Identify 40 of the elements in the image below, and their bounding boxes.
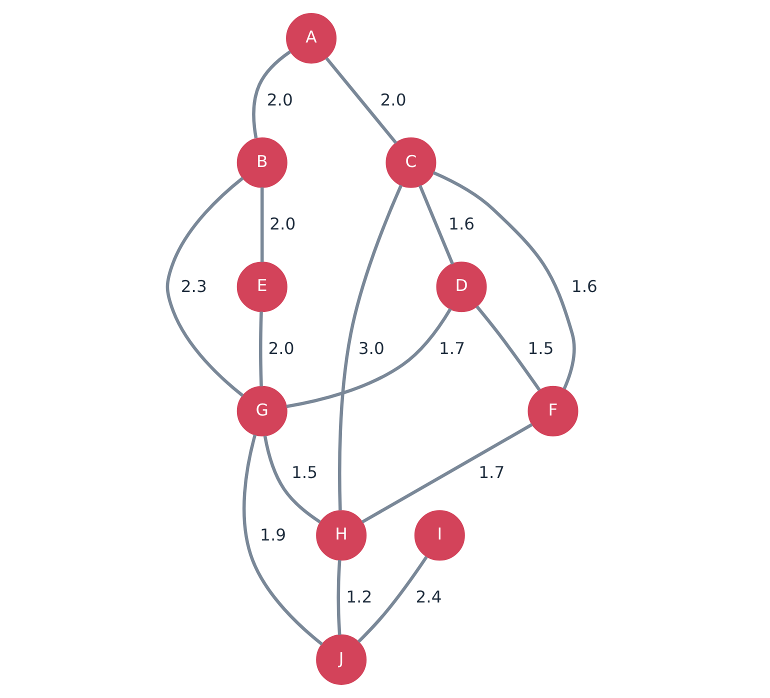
edge-label: 2.3 bbox=[180, 276, 206, 296]
edge-label: 1.6 bbox=[570, 276, 597, 296]
node-circle: A bbox=[286, 13, 336, 64]
edge-label: 1.7 bbox=[438, 338, 465, 358]
connector bbox=[165, 176, 244, 397]
connector bbox=[418, 185, 454, 265]
node-circle: B bbox=[236, 137, 287, 188]
node-circle: J bbox=[316, 634, 366, 685]
connector bbox=[242, 434, 323, 646]
connector bbox=[336, 560, 341, 636]
edge-label: 2.0 bbox=[268, 338, 294, 358]
node-circle: H bbox=[316, 510, 366, 561]
node-circle: G bbox=[236, 386, 287, 436]
connector bbox=[262, 436, 320, 524]
connector bbox=[356, 556, 428, 643]
connector bbox=[286, 308, 452, 408]
edge-label: 1.6 bbox=[448, 214, 474, 234]
connector bbox=[260, 187, 264, 262]
edge-label: 1.7 bbox=[478, 463, 504, 482]
edge-label: 2.0 bbox=[380, 90, 406, 110]
node-circle: I bbox=[414, 510, 464, 561]
edge-label: 1.5 bbox=[527, 338, 554, 358]
edge-label: 1.5 bbox=[290, 463, 318, 482]
edge-label: 2.0 bbox=[269, 214, 296, 234]
connector bbox=[252, 50, 291, 138]
connector bbox=[337, 184, 402, 510]
edge-label: 2.4 bbox=[415, 587, 442, 606]
edge-label: 1.2 bbox=[346, 587, 372, 606]
connector bbox=[475, 305, 540, 391]
node-circle: D bbox=[436, 262, 486, 312]
connector bbox=[324, 57, 397, 144]
edge-label: 2.0 bbox=[266, 90, 292, 110]
connector bbox=[360, 423, 532, 524]
connector bbox=[432, 171, 576, 390]
node-circle: C bbox=[385, 137, 436, 188]
edge-label: 3.0 bbox=[358, 338, 384, 358]
node-circle: E bbox=[236, 262, 287, 312]
node-circle: F bbox=[527, 386, 578, 436]
edge-label: 1.9 bbox=[260, 525, 286, 544]
connector bbox=[258, 312, 262, 386]
